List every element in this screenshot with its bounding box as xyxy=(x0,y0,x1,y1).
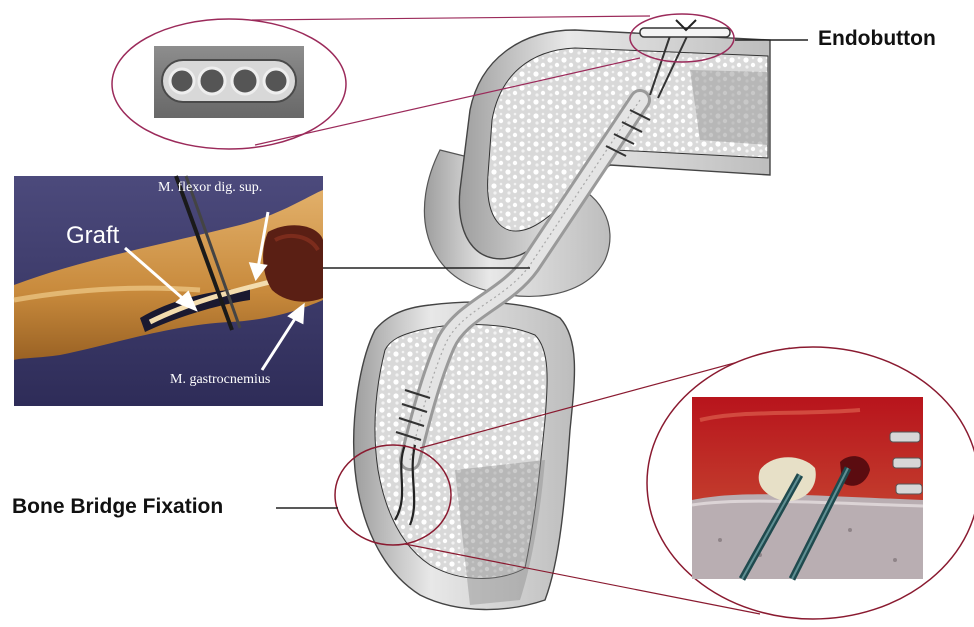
bone-bridge-label: Bone Bridge Fixation xyxy=(12,495,223,519)
graft-harvest-photo xyxy=(14,176,323,406)
endobutton-label: Endobutton xyxy=(818,27,936,51)
gastrocnemius-label: M. gastrocnemius xyxy=(170,372,270,388)
flexor-label: M. flexor dig. sup. xyxy=(158,180,262,196)
bone-bridge-surgical-photo xyxy=(692,397,923,579)
graft-label: Graft xyxy=(66,222,119,250)
